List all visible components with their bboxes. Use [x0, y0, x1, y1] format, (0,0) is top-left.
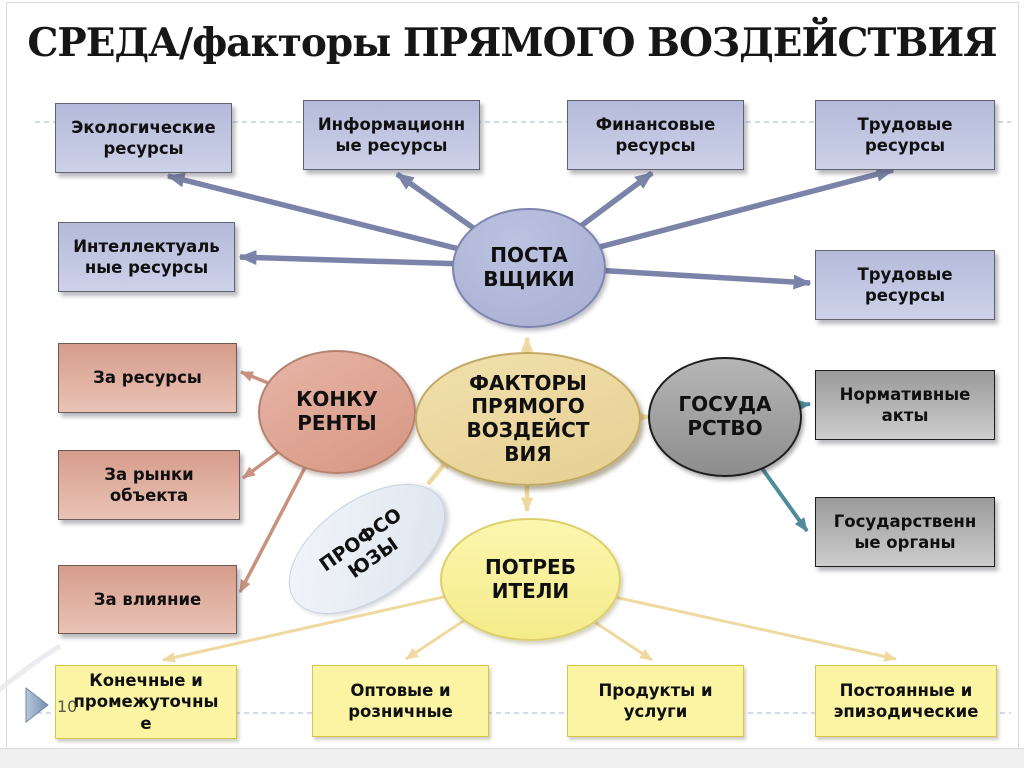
box-for-influence: За влияние	[58, 565, 237, 634]
box-normative-acts: Нормативные акты	[815, 370, 995, 440]
box-for-resources: За ресурсы	[58, 343, 237, 413]
box-state-organs: Государственн ые органы	[815, 497, 995, 567]
box-final-intermediate: Конечные и промежуточны е	[55, 665, 237, 739]
box-regular-episodic: Постоянные и эпизодические	[815, 665, 997, 737]
node-suppliers: ПОСТА ВЩИКИ	[452, 208, 606, 328]
box-wholesale-retail: Оптовые и розничные	[312, 665, 489, 737]
node-direct-impact-factors: ФАКТОРЫ ПРЯМОГО ВОЗДЕЙСТ ВИЯ	[415, 352, 641, 486]
box-intellectual-resources: Интеллектуаль ные ресурсы	[58, 222, 235, 292]
node-competitors: КОНКУ РЕНТЫ	[258, 350, 416, 474]
box-labor-resources-top: Трудовые ресурсы	[815, 100, 995, 170]
box-products-services: Продукты и услуги	[567, 665, 744, 737]
slide-number: 10	[57, 697, 78, 716]
box-for-markets: За рынки объекта	[58, 450, 240, 520]
triangle-marker-icon	[25, 686, 49, 724]
box-financial-resources: Финансовые ресурсы	[567, 100, 744, 170]
bottom-strip	[0, 748, 1024, 768]
node-consumers: ПОТРЕБ ИТЕЛИ	[440, 518, 621, 641]
box-ecological-resources: Экологические ресурсы	[55, 103, 232, 173]
box-labor-resources-right: Трудовые ресурсы	[815, 250, 995, 320]
page-title: СРЕДА/факторы ПРЯМОГО ВОЗДЕЙСТВИЯ	[27, 20, 997, 66]
box-informational-resources: Информационн ые ресурсы	[303, 100, 480, 170]
node-state: ГОСУДА РСТВО	[648, 357, 802, 477]
corner-swoosh-decoration	[0, 643, 62, 693]
